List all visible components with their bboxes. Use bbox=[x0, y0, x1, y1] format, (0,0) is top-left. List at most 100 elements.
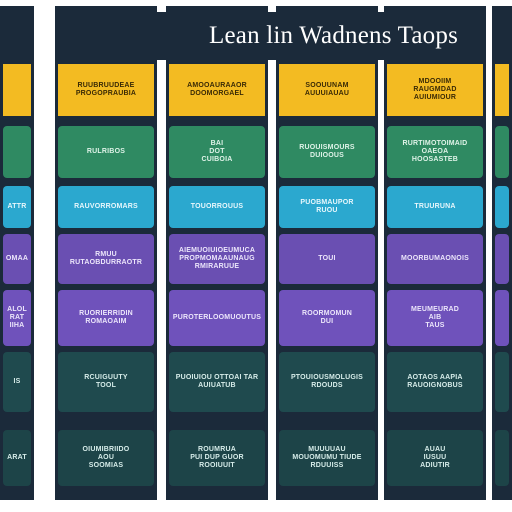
card-text: ADIUTIR bbox=[420, 462, 450, 469]
task-card[interactable]: ATTR bbox=[3, 186, 31, 228]
card-text: AIB bbox=[428, 314, 442, 321]
card-text: ROMAOAIM bbox=[85, 318, 127, 325]
column-header-card[interactable] bbox=[3, 64, 31, 116]
card-text: PUI DUP GUOR bbox=[190, 454, 244, 461]
card-text: RUOU bbox=[316, 207, 338, 214]
card-text: IS bbox=[13, 378, 21, 385]
card-text: TRUURUNA bbox=[414, 203, 456, 210]
task-card[interactable]: IS bbox=[3, 352, 31, 412]
task-card[interactable] bbox=[495, 430, 509, 486]
task-card[interactable]: TOUI bbox=[279, 234, 375, 284]
task-card[interactable] bbox=[495, 352, 509, 412]
card-text: RDOUDS bbox=[311, 382, 343, 389]
card-text: AUUUIAUAU bbox=[304, 90, 350, 97]
task-card[interactable] bbox=[495, 186, 509, 228]
card-text: HOOSASTEB bbox=[411, 156, 459, 163]
card-text: OAEOA bbox=[421, 148, 449, 155]
card-text: IUSUU bbox=[423, 454, 447, 461]
card-text: SOOUUNAM bbox=[305, 82, 349, 89]
card-text: AUAU bbox=[424, 446, 446, 453]
card-text: RUORIERRIDIN bbox=[79, 310, 133, 317]
task-card[interactable]: PUROTERLOOMUOUTUS bbox=[169, 290, 265, 346]
card-text: PUOIUIOU OTTOAI TAR bbox=[175, 374, 259, 381]
card-text: AOTAOS AAPIA bbox=[407, 374, 463, 381]
card-text: PTOUIOUSMOLUGIS bbox=[290, 374, 364, 381]
card-text: OMAA bbox=[5, 255, 29, 262]
card-text: ATTR bbox=[7, 203, 27, 210]
card-text: TOUI bbox=[318, 255, 336, 262]
card-text: CUIBOIA bbox=[201, 156, 233, 163]
card-text: ARAT bbox=[7, 454, 27, 461]
task-card[interactable]: OMAA bbox=[3, 234, 31, 284]
card-text: AUIUMIOUR bbox=[413, 94, 457, 101]
card-text: DOT bbox=[209, 148, 225, 155]
card-text: MEUMEURAD bbox=[410, 306, 460, 313]
card-text: IIHA bbox=[9, 322, 25, 329]
task-card[interactable] bbox=[495, 290, 509, 346]
task-card[interactable] bbox=[3, 126, 31, 178]
task-card[interactable]: TOUORROUUS bbox=[169, 186, 265, 228]
task-card[interactable] bbox=[495, 126, 509, 178]
card-text: ROOIUUIT bbox=[199, 462, 235, 469]
card-text: TOOL bbox=[95, 382, 117, 389]
card-text: PUROTERLOOMUOUTUS bbox=[172, 314, 262, 321]
card-text: AOU bbox=[97, 454, 115, 461]
card-text: RULRIBOS bbox=[86, 148, 126, 155]
task-card[interactable]: TRUURUNA bbox=[387, 186, 483, 228]
card-text: RAUVORROMARS bbox=[74, 203, 138, 210]
card-text: RCUIGUUTY bbox=[84, 374, 128, 381]
card-text: RUUBRUUDEAE bbox=[77, 82, 135, 89]
card-text: ROORMOMUN bbox=[301, 310, 353, 317]
card-text: RDUUISS bbox=[310, 462, 344, 469]
card-text: RAT bbox=[9, 314, 25, 321]
card-text: ROUMRUA bbox=[198, 446, 236, 453]
card-text: TAUS bbox=[425, 322, 445, 329]
task-card[interactable]: RAUVORROMARS bbox=[58, 186, 154, 228]
card-text: MOUOMUMU TIUDE bbox=[292, 454, 362, 461]
card-text: TOUORROUUS bbox=[190, 203, 244, 210]
card-text: BAI bbox=[210, 140, 224, 147]
card-text: DUI bbox=[320, 318, 334, 325]
card-text: AUIUATUB bbox=[198, 382, 236, 389]
task-card[interactable] bbox=[495, 234, 509, 284]
board-title: Lean lin Wadnens Taops bbox=[209, 22, 458, 49]
card-text: AMOOAURAAOR bbox=[187, 82, 247, 89]
card-text: AIEMUOIUIOEUMUCA bbox=[178, 247, 256, 254]
column-header-card[interactable] bbox=[495, 64, 509, 116]
task-card[interactable]: ARAT bbox=[3, 430, 31, 486]
task-card[interactable]: RULRIBOS bbox=[58, 126, 154, 178]
task-card[interactable]: MOORBUMAONOIS bbox=[387, 234, 483, 284]
card-text: PROPMOMAAUNAUG bbox=[179, 255, 255, 262]
card-text: MDOOIIM bbox=[418, 78, 452, 85]
card-text: RMUU bbox=[95, 251, 117, 258]
card-text: RUOUISMOURS bbox=[299, 144, 355, 151]
card-text: PUOBMAUPOR bbox=[300, 199, 354, 206]
card-text: ALOL bbox=[7, 306, 27, 313]
title-banner: Lean lin Wadnens Taops bbox=[56, 12, 474, 60]
card-text: DUIOOUS bbox=[309, 152, 345, 159]
card-text: PROGOPRAUBIA bbox=[75, 90, 137, 97]
card-text: OIUMIBRIIDO bbox=[82, 446, 130, 453]
